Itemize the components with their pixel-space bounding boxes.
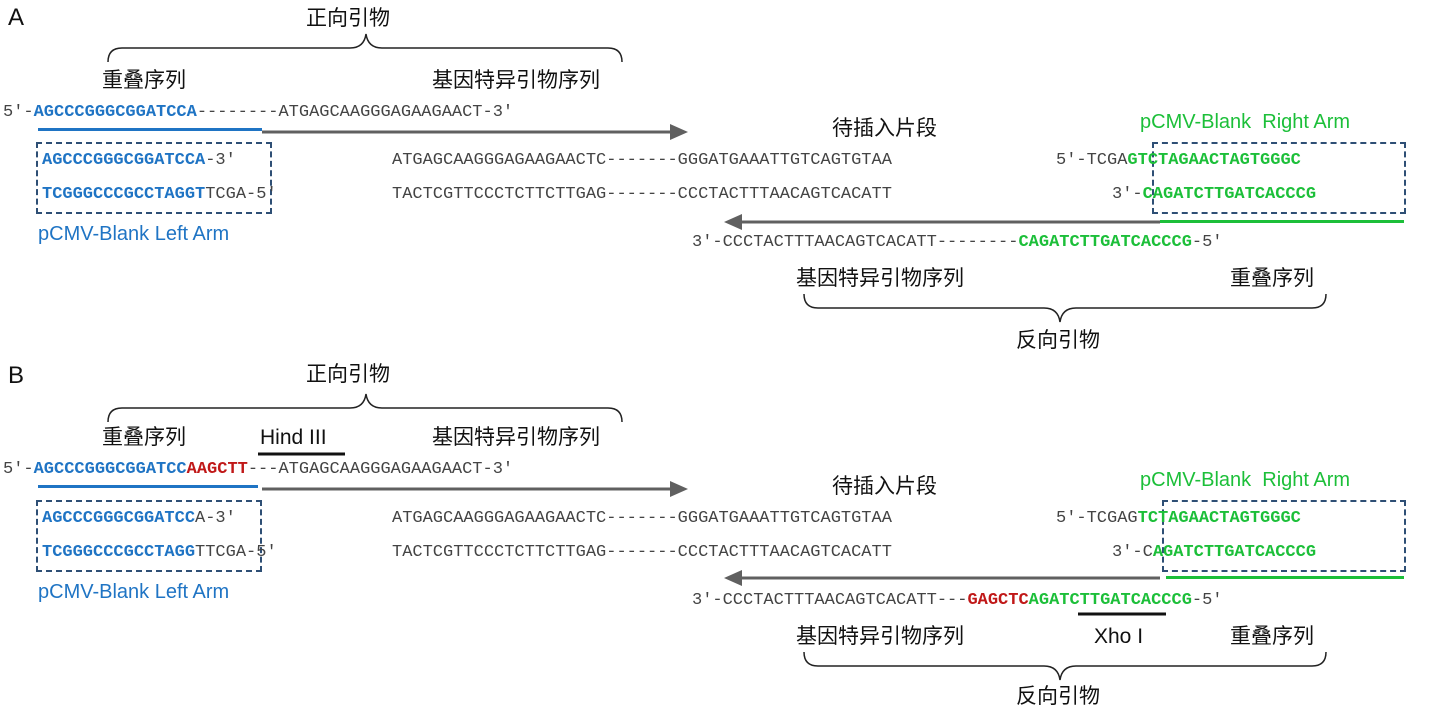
insert-label: 待插入片段 (832, 117, 937, 140)
rev-overlap-label: 重叠序列 (1230, 267, 1314, 290)
panel-b: B 正向引物 重叠序列 Hind III 基因特异引物序列 5′-AGCCCGG… (0, 360, 1438, 715)
forward-arrow-head (670, 481, 688, 497)
rev-gene-specific-label: 基因特异引物序列 (796, 625, 964, 648)
forward-primer-brace (107, 393, 623, 423)
panel-letter: A (8, 4, 25, 31)
right-arm-top-strand: 5′-TCGAGTCTAGAACTAGTGGGC (1056, 509, 1301, 528)
hind-iii-label: Hind III (260, 426, 327, 449)
reverse-primer-brace (803, 651, 1327, 681)
rev-overlap-label: 重叠序列 (1230, 625, 1314, 648)
forward-primer-label: 正向引物 (306, 363, 390, 386)
right-arm-bottom-strand: 3′-CAGATCTTGATCACCCG (1112, 543, 1317, 562)
xho-i-site: GAGCTC (967, 591, 1029, 610)
right-arm-label: pCMV-Blank Right Arm (1140, 111, 1351, 133)
left-arm-top-strand: AGCCCGGGCGGATCCA-3′ (42, 509, 236, 528)
reverse-arrow-head (724, 214, 742, 230)
gene-specific-sequence: ATGAGCAAGGGAGAAGAACT-3′ (278, 460, 514, 479)
insert-bottom-strand: TACTCGTTCCCTCTTCTTGAG-------CCCTACTTTAAC… (392, 185, 892, 204)
panel-b-graphics (107, 393, 1327, 681)
left-arm-bottom-strand: TCGGGCCCGCCTAGGTTCGA-5′ (42, 185, 277, 204)
panel-a-graphics (107, 33, 1327, 323)
rev-overlap-overline (1166, 576, 1404, 579)
left-arm-label: pCMV-Blank Left Arm (38, 581, 230, 603)
overlap-label: 重叠序列 (102, 69, 186, 92)
right-arm-box (1162, 500, 1406, 572)
xho-i-label: Xho I (1094, 625, 1144, 648)
right-arm-box (1152, 142, 1406, 214)
five-prime-end: 5′- (3, 103, 34, 122)
gene-specific-sequence: ATGAGCAAGGGAGAAGAACT-3′ (278, 103, 514, 122)
reverse-primer-label: 反向引物 (1016, 685, 1100, 708)
insert-bottom-strand: TACTCGTTCCCTCTTCTTGAG-------CCCTACTTTAAC… (392, 543, 892, 562)
gene-specific-label: 基因特异引物序列 (432, 426, 600, 449)
insert-label: 待插入片段 (832, 475, 937, 498)
forward-primer-label: 正向引物 (306, 7, 390, 30)
gap-sequence: -------- (196, 103, 279, 122)
overlap-sequence: AGCCCGGGCGGATCC (33, 460, 187, 479)
panel-a: A 正向引物 重叠序列 基因特异引物序列 5′-AGCCCGGGCGGATCCA… (3, 4, 1406, 352)
left-arm-label: pCMV-Blank Left Arm (38, 223, 230, 245)
forward-arrow-head (670, 124, 688, 140)
left-arm-top-strand: AGCCCGGGCGGATCCA-3′ (42, 151, 236, 170)
right-arm-label: pCMV-Blank Right Arm (1140, 469, 1351, 491)
left-arm-bottom-strand: TCGGGCCCGCCTAGGTTCGA-5′ (42, 543, 277, 562)
forward-primer-brace (107, 33, 623, 63)
gap-sequence: --- (247, 460, 279, 479)
right-arm-bottom-strand: 3′-CAGATCTTGATCACCCG (1112, 185, 1317, 204)
hind-iii-site: AAGCTT (186, 460, 248, 479)
insert-top-strand: ATGAGCAAGGGAGAAGAACTC-------GGGATGAAATTG… (392, 151, 892, 170)
overlap-sequence: AGCCCGGGCGGATCCA (33, 103, 197, 122)
left-arm-box (36, 142, 272, 214)
overlap-label: 重叠序列 (102, 426, 186, 449)
reverse-primer-sequence: 3′-CCCTACTTTAACAGTCACATT---GAGCTCAGATCTT… (692, 591, 1223, 610)
right-arm-top-strand: 5′-TCGAGTCTAGAACTAGTGGGC (1056, 151, 1301, 170)
five-prime-end: 5′- (3, 460, 34, 479)
reverse-primer-label: 反向引物 (1016, 329, 1100, 352)
forward-primer-sequence: 5′-AGCCCGGGCGGATCCA--------ATGAGCAAGGGAG… (3, 104, 513, 121)
overlap-underline (38, 485, 258, 488)
panel-letter: B (8, 362, 25, 389)
reverse-primer-brace (803, 293, 1327, 323)
insert-top-strand: ATGAGCAAGGGAGAAGAACTC-------GGGATGAAATTG… (392, 509, 892, 528)
reverse-arrow-head (724, 570, 742, 586)
forward-primer-sequence: 5′-AGCCCGGGCGGATCCAAGCTT---ATGAGCAAGGGAG… (3, 461, 513, 478)
rev-gene-specific-label: 基因特异引物序列 (796, 267, 964, 290)
reverse-primer-sequence: 3′-CCCTACTTTAACAGTCACATT--------CAGATCTT… (692, 233, 1223, 252)
gene-specific-label: 基因特异引物序列 (432, 69, 600, 92)
overlap-underline (38, 128, 262, 131)
left-arm-box (36, 500, 262, 572)
rev-overlap-overline (1160, 220, 1404, 223)
